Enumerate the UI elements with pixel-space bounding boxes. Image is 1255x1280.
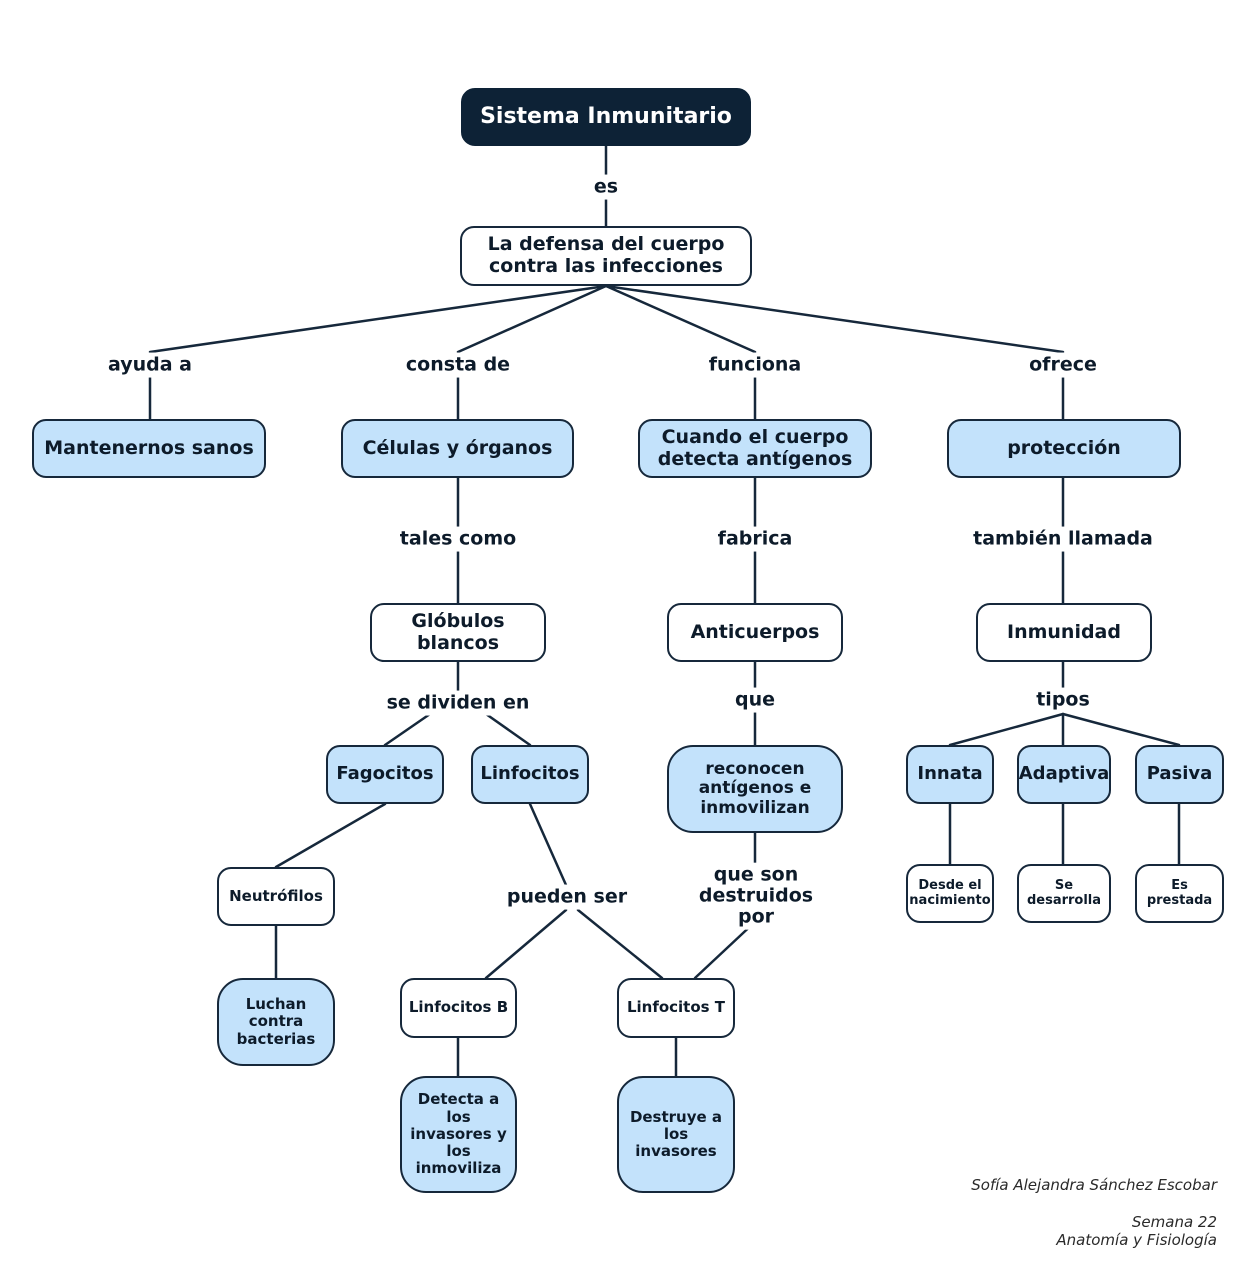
node-inmunidad: Inmunidad (976, 603, 1152, 662)
line-tipos-pasiva (1061, 712, 1181, 747)
line-defensa-funciona (604, 284, 757, 354)
line-linfocitos-pueden (528, 802, 568, 887)
line-dividen-linfocitos (484, 712, 532, 747)
line-defensa-consta (456, 284, 608, 354)
link-label-que: que (730, 687, 780, 713)
link-label-ofrece: ofrece (1025, 352, 1101, 378)
node-celulas-organos: Células y órganos (341, 419, 574, 478)
author-name: Sofía Alejandra Sánchez Escobar (971, 1176, 1217, 1194)
node-desde-nacimiento: Desde el nacimiento (906, 864, 994, 923)
node-es-prestada: Es prestada (1135, 864, 1224, 923)
link-label-funciona: funciona (704, 352, 806, 378)
line-defensa-ofrece (604, 284, 1065, 354)
link-label-tipos: tipos (1032, 687, 1094, 713)
node-defensa: La defensa del cuerpo contra las infecci… (460, 226, 752, 286)
link-label-tales: tales como (395, 526, 521, 552)
node-globulos-blancos: Glóbulos blancos (370, 603, 546, 662)
link-label-pueden: pueden ser (502, 884, 632, 910)
node-proteccion: protección (947, 419, 1181, 478)
node-luchan-bacterias: Luchan contra bacterias (217, 978, 335, 1066)
node-fagocitos: Fagocitos (326, 745, 444, 804)
course-label: Anatomía y Fisiología (1056, 1231, 1217, 1249)
link-label-consta: consta de (401, 352, 515, 378)
link-label-tambien: también llamada (969, 526, 1157, 552)
line-dividen-fagocitos (383, 712, 432, 747)
node-anticuerpos: Anticuerpos (667, 603, 843, 662)
node-cuando-el-cuerpo: Cuando el cuerpo detecta antígenos (638, 419, 872, 478)
node-reconocen: reconocen antígenos e inmovilizan (667, 745, 843, 833)
node-se-desarrolla: Se desarrolla (1017, 864, 1111, 923)
line-pueden-linft (576, 908, 664, 980)
node-innata: Innata (906, 745, 994, 804)
link-label-fabrica: fabrica (713, 526, 797, 552)
link-label-ayuda: ayuda a (103, 352, 197, 378)
node-mantenernos-sanos: Mantenernos sanos (32, 419, 266, 478)
link-label-es: es (589, 174, 623, 200)
node-linfocitos-b: Linfocitos B (400, 978, 517, 1038)
line-defensa-ayuda (148, 284, 608, 354)
week-label: Semana 22 (1131, 1213, 1217, 1231)
node-neutrofilos: Neutrófilos (217, 867, 335, 926)
line-tipos-innata (948, 712, 1065, 747)
link-label-dividen: se dividen en (382, 690, 534, 716)
node-adaptiva: Adaptiva (1017, 745, 1111, 804)
node-detecta-invasores: Detecta a los invasores y los inmoviliza (400, 1076, 517, 1193)
node-linfocitos-t: Linfocitos T (617, 978, 735, 1038)
node-linfocitos: Linfocitos (471, 745, 589, 804)
node-destruye-invasores: Destruye a los invasores (617, 1076, 735, 1193)
line-pueden-linfb (484, 908, 568, 980)
node-sistema-inmunitario: Sistema Inmunitario (461, 88, 751, 146)
link-label-queson: que son destruidos por (677, 862, 835, 930)
line-queson-linft (693, 918, 759, 980)
line-fagocitos-neutrofilos (274, 802, 387, 869)
node-pasiva: Pasiva (1135, 745, 1224, 804)
